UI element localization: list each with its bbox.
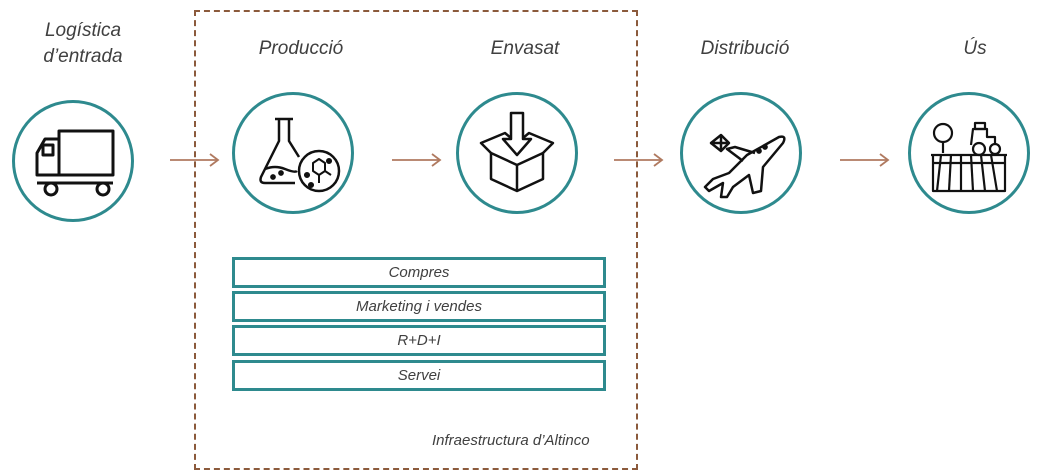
flow-arrow-2 <box>392 153 442 167</box>
stage-label-packaging: Envasat <box>490 38 560 59</box>
packaging-circle <box>456 92 578 214</box>
flow-arrow-3 <box>614 153 664 167</box>
support-activity-marketing-sales: Marketing i vendes <box>232 291 606 322</box>
infrastructure-frame <box>194 10 638 470</box>
support-activity-rdi: R+D+I <box>232 325 606 356</box>
package-box-icon <box>479 111 555 193</box>
support-activity-procurement: Compres <box>232 257 606 288</box>
stage-label-distribution: Distribució <box>700 38 790 59</box>
lab-flask-molecule-icon <box>259 117 341 193</box>
flow-arrow-4 <box>840 153 890 167</box>
stage-label-production: Producció <box>258 38 344 59</box>
stage-label-use: Ús <box>963 38 987 59</box>
airplane-package-icon <box>703 133 786 199</box>
tractor-field-icon <box>931 121 1007 193</box>
support-activity-service: Servei <box>232 360 606 391</box>
production-circle <box>232 92 354 214</box>
distribution-circle <box>680 92 802 214</box>
flow-arrow-1 <box>170 153 220 167</box>
stage-label-inbound: Logística d’entrada <box>43 20 123 67</box>
infrastructure-label: Infraestructura d’Altinco <box>432 432 590 449</box>
inbound-circle <box>12 100 134 222</box>
truck-icon <box>35 129 115 197</box>
use-circle <box>908 92 1030 214</box>
